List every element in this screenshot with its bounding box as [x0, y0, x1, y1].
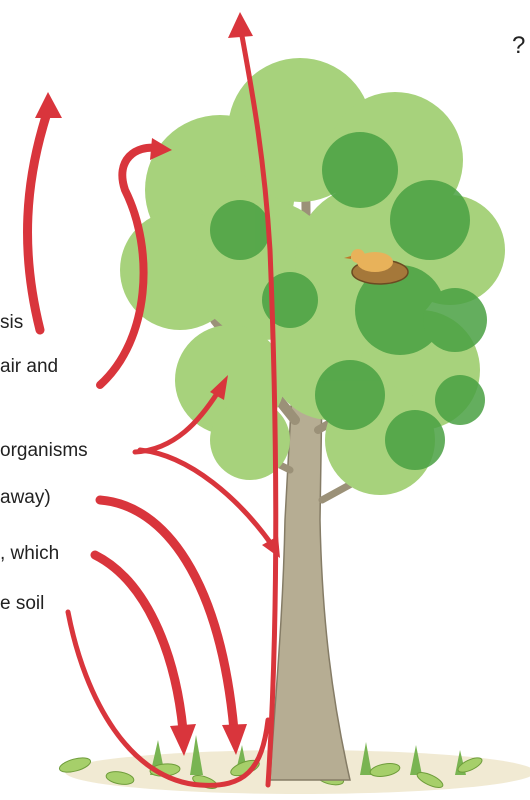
- label-photosynthesis: sis: [0, 312, 23, 334]
- question-mark: ?: [512, 32, 525, 60]
- label-away: away): [0, 487, 51, 509]
- arrow-up-left: [28, 92, 62, 330]
- label-organisms: organisms: [0, 440, 88, 462]
- label-air: air and: [0, 356, 58, 378]
- arrow-away: [100, 500, 247, 755]
- label-soil: e soil: [0, 593, 44, 615]
- label-which: , which: [0, 543, 59, 565]
